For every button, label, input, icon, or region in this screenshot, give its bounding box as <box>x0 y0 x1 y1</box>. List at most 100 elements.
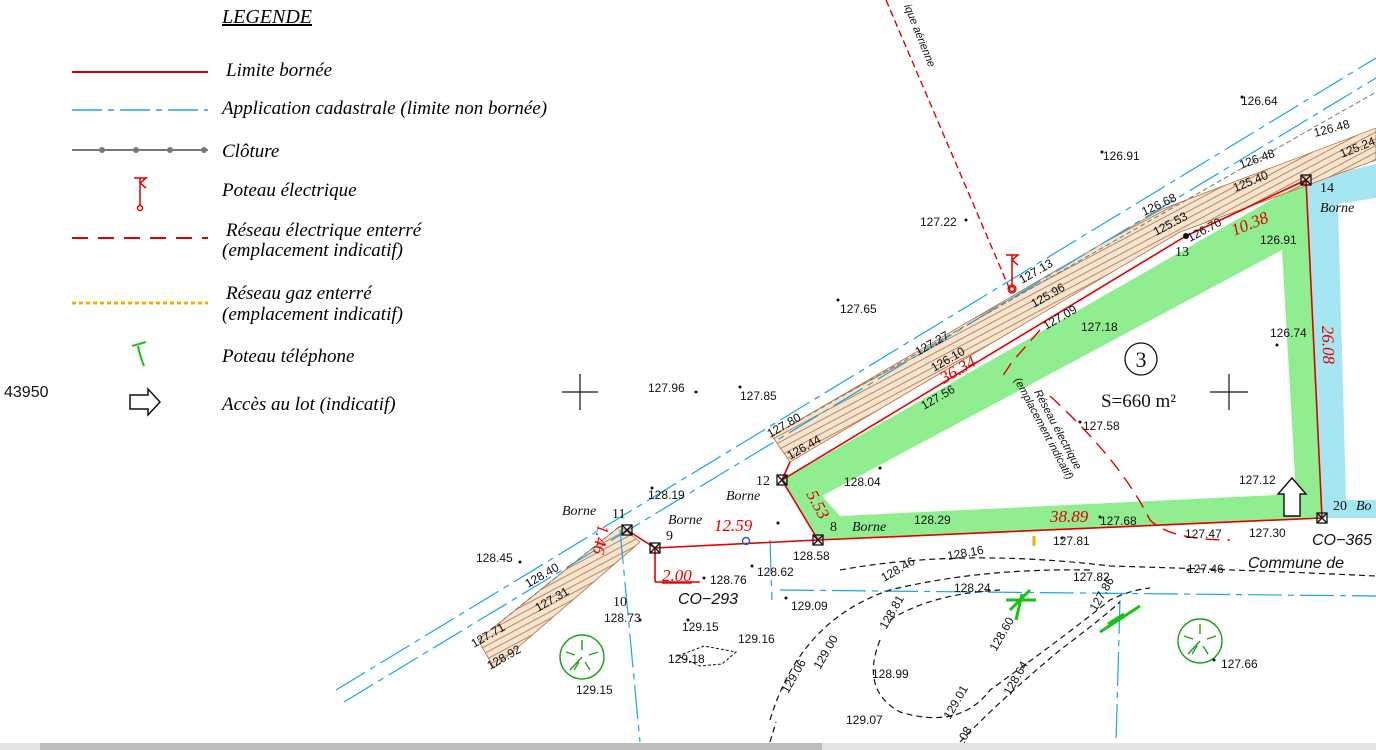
elevation-label: 129.15 <box>576 683 613 697</box>
lot-number: 3 <box>1136 347 1147 372</box>
borne-label-20: Bo <box>1356 499 1372 514</box>
point-number-13: 13 <box>1175 245 1189 260</box>
legend-label-limite-bornee: Limite bornée <box>225 60 332 81</box>
commune-label: Commune de <box>1248 555 1344 572</box>
elevation-label: 129.06 <box>778 656 809 695</box>
elevation-label: 127.82 <box>1073 570 1110 584</box>
elevation-label: 127.81 <box>1053 534 1090 548</box>
legend-label-poteau-electrique: Poteau électrique <box>221 180 357 201</box>
dimension-26-08: 26.08 <box>1318 325 1338 364</box>
elevation-label: 129.09 <box>791 599 828 613</box>
electric-pole-icon <box>134 177 149 212</box>
elevation-label: 128.45 <box>476 551 513 565</box>
dimension-1-46: 1.46 <box>589 523 613 556</box>
telephone-pole-icon <box>131 341 147 367</box>
elevation-label: 128.04 <box>844 475 881 489</box>
point-number-20: 20 <box>1333 499 1347 514</box>
legend-label-reseau-electrique: Réseau électrique enterré <box>225 220 423 241</box>
elevation-label: 127.96 <box>648 381 685 395</box>
horizontal-scrollbar[interactable] <box>0 743 1376 750</box>
borne-markers <box>621 174 1328 554</box>
elevation-label: 128.46 <box>879 554 918 585</box>
tree-icon <box>559 634 605 680</box>
blue-strip-right <box>1306 164 1376 518</box>
overhead-electric-line <box>885 0 1011 291</box>
borne-label-11: Borne <box>562 504 596 519</box>
lot-area: S=660 m² <box>1101 391 1176 412</box>
tree-icon <box>1177 618 1223 664</box>
survey-dots <box>518 95 1279 662</box>
elevation-label: 128.19 <box>648 488 685 502</box>
elevation-label: 128.73 <box>604 611 641 625</box>
elevation-label: 127.12 <box>1239 473 1276 487</box>
elevation-label: 128.58 <box>793 549 830 563</box>
overhead-line-label: ique aérienne <box>901 3 937 69</box>
elevation-label: 127.46 <box>1187 562 1224 576</box>
lot-number-circle <box>1124 342 1158 376</box>
elevation-label: 127.68 <box>1100 514 1137 528</box>
elevation-label: 126.91 <box>1103 149 1140 163</box>
elevation-label: 129.07 <box>846 713 883 727</box>
survey-point-13 <box>1183 233 1189 239</box>
elevation-label: 129.15 <box>682 620 719 634</box>
road-curbs <box>769 557 1376 743</box>
point-number-10: 10 <box>613 595 627 610</box>
fence-lines <box>477 91 1376 641</box>
elevation-label: 128.24 <box>954 581 991 595</box>
borne-label-12: Borne <box>726 489 760 504</box>
elevation-label: 128.62 <box>757 565 794 579</box>
elevation-label: 126.74 <box>1270 326 1307 340</box>
parcel-co365: CO−365 <box>1312 532 1372 549</box>
legend-title: LEGENDE <box>221 6 312 28</box>
legend-label-reseau-gaz: Réseau gaz enterré <box>225 283 373 304</box>
elevation-label: 128.16 <box>946 543 985 563</box>
legend-label-poteau-telephone: Poteau téléphone <box>221 346 354 367</box>
legend-sublabel-reseau-electrique: (emplacement indicatif) <box>222 240 403 261</box>
grid-cross-right <box>1210 374 1248 410</box>
elevation-label: 128.60 <box>986 614 1017 653</box>
legend-label-acces-lot: Accès au lot (indicatif) <box>220 394 396 415</box>
borne-label-9: Borne <box>668 513 702 528</box>
point-number-14: 14 <box>1320 181 1334 196</box>
point-number-12: 12 <box>756 474 770 489</box>
dimension-2-00: 2.00 <box>662 566 692 585</box>
elevation-label: 129.18 <box>668 652 705 666</box>
telephone-pole-icon <box>1006 588 1036 621</box>
lot-3-margin <box>782 180 1322 540</box>
survey-target <box>741 536 751 546</box>
point-number-11: 11 <box>612 507 625 522</box>
elevation-label: 127.22 <box>920 215 957 229</box>
lot-access-arrow <box>1276 476 1308 517</box>
dimension-38-89: 38.89 <box>1049 507 1089 526</box>
elevation-label: 126.91 <box>1260 233 1297 247</box>
point-number-8: 8 <box>830 520 837 535</box>
elevation-label: 127.65 <box>840 302 877 316</box>
elevation-label: 129.16 <box>738 632 775 646</box>
elevation-label: 127.85 <box>740 389 777 403</box>
electric-pole-icon <box>1006 254 1021 293</box>
grid-cross-left <box>562 374 598 410</box>
elevation-label: 126.48 <box>1312 117 1351 140</box>
elevation-label: 128.76 <box>710 573 747 587</box>
elevation-label: 127.18 <box>1081 320 1118 334</box>
legend-sublabel-reseau-gaz: (emplacement indicatif) <box>222 304 403 325</box>
elevation-label: 127.30 <box>1249 526 1286 540</box>
elevation-label: 127.47 <box>1185 527 1222 541</box>
legend-label-cloture: Clôture <box>222 141 279 162</box>
elevation-label: 127.66 <box>1221 657 1258 671</box>
borne-label-14: Borne <box>1320 201 1354 216</box>
grid-coordinate-label: 43950 <box>4 384 49 401</box>
access-arrow-icon <box>129 387 162 417</box>
elevation-label: 129.01 <box>940 682 971 721</box>
borne-label-8: Borne <box>852 520 886 535</box>
underground-electric-line <box>999 329 1231 541</box>
elevation-label: 128.81 <box>876 592 907 631</box>
telephone-pole-icon <box>1099 604 1141 634</box>
elevation-label: 128.99 <box>872 667 909 681</box>
point-number-9: 9 <box>666 529 673 544</box>
elevation-label: 126.64 <box>1241 94 1278 108</box>
legend-swatch-cloture <box>72 147 208 153</box>
horizontal-scrollbar-thumb[interactable] <box>40 743 822 750</box>
legend-label-cadastral: Application cadastrale (limite non borné… <box>220 98 547 119</box>
